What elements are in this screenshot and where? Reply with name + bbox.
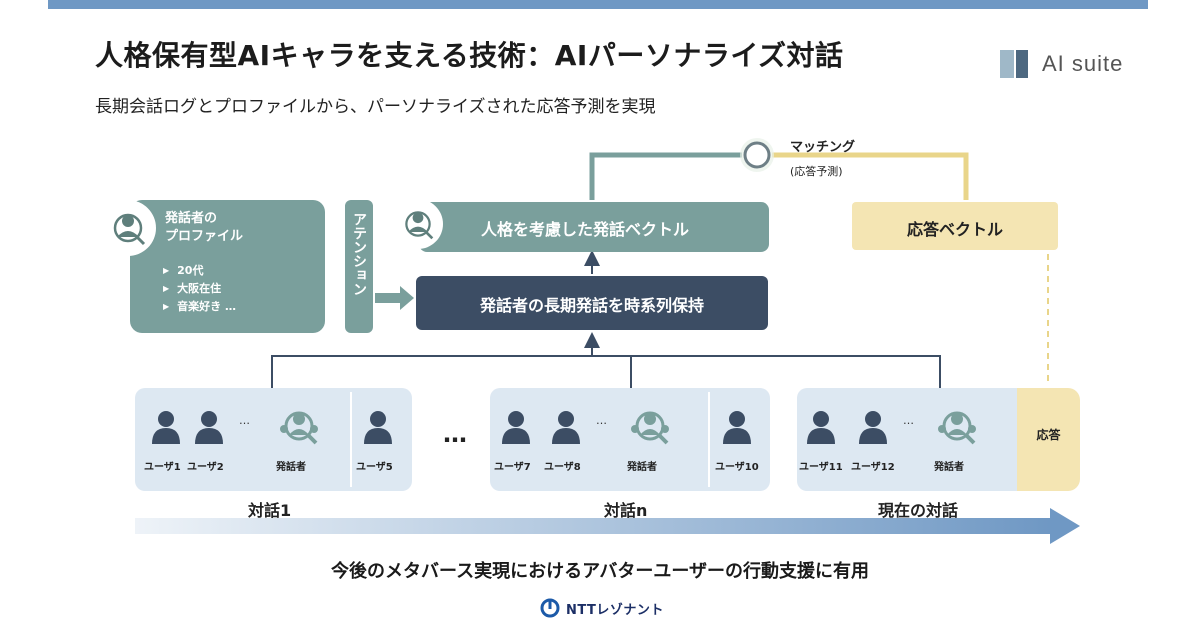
panel-divider [350, 392, 352, 487]
bottom-message: 今後のメタバース実現におけるアバターユーザーの行動支援に有用 [330, 561, 870, 582]
ai-suite-brand: AI suite [1000, 50, 1123, 78]
page-title: 人格保有型AIキャラを支える技術：AIパーソナライズ対話 [95, 39, 844, 72]
attention-box: アテンション [345, 200, 373, 333]
response-slot: 応答 [1017, 388, 1080, 491]
conversation-label: 対話1 [248, 501, 292, 520]
long-term-history-label: 発話者の長期発話を時系列保持 [479, 296, 704, 315]
participant-label: ユーザ7 [494, 462, 531, 473]
conversation-label: 対話n [604, 501, 648, 520]
participant-label: ユーザ10 [715, 462, 759, 473]
profile-attributes: 20代 大阪在住 音楽好き … [163, 262, 236, 316]
response-vector-label: 応答ベクトル [906, 220, 1003, 239]
matching-label: マッチング [790, 140, 856, 155]
response-slot-label: 応答 [1036, 428, 1061, 442]
speaker-search-icon [405, 211, 434, 240]
more-users-ellipsis: … [239, 414, 250, 427]
user-icon [805, 410, 837, 444]
speaker-icon [627, 407, 669, 445]
user-icon [721, 410, 753, 444]
user-icon [500, 410, 532, 444]
response-vector-box: 応答ベクトル [852, 202, 1058, 250]
panel-divider [708, 392, 710, 487]
profile-item: 大阪在住 [163, 280, 236, 298]
page-subtitle: 長期会話ログとプロファイルから、パーソナライズされた応答予測を実現 [95, 97, 656, 117]
more-users-ellipsis: … [903, 414, 914, 427]
participant-label: ユーザ2 [187, 462, 224, 473]
user-icon [150, 410, 182, 444]
ntt-logo-icon [540, 598, 560, 618]
user-icon [362, 410, 394, 444]
conversation-label: 現在の対話 [878, 501, 959, 520]
participant-label: ユーザ8 [544, 462, 581, 473]
participant-label: ユーザ5 [356, 462, 393, 473]
participant-label: 発話者 [627, 462, 657, 473]
top-accent-bar [48, 0, 1148, 9]
ai-suite-logo-icon [1000, 50, 1028, 78]
between-conversations-ellipsis: … [443, 420, 469, 448]
conversation-panel-current [797, 388, 1047, 491]
profile-speaker-badge [100, 200, 156, 256]
speaker-search-icon [113, 213, 146, 246]
ai-suite-text: AI suite [1042, 51, 1124, 76]
user-icon [193, 410, 225, 444]
persona-vector-label: 人格を考慮した発話ベクトル [481, 220, 690, 239]
ntt-company-name: NTTレゾナント [566, 602, 664, 618]
user-icon [550, 410, 582, 444]
speaker-icon [934, 407, 976, 445]
profile-heading: 発話者の プロファイル [165, 210, 243, 246]
user-icon [857, 410, 889, 444]
ntt-resonant-logo: NTTレゾナント [540, 598, 664, 618]
participant-label: ユーザ1 [144, 462, 181, 473]
participant-label: 発話者 [276, 462, 306, 473]
profile-heading-line2: プロファイル [165, 229, 244, 244]
profile-item: 20代 [163, 262, 236, 280]
participant-label: ユーザ11 [799, 462, 843, 473]
participant-label: 発話者 [934, 462, 964, 473]
profile-item: 音楽好き … [163, 298, 236, 316]
persona-speaker-badge [393, 199, 443, 249]
long-term-history-box: 発話者の長期発話を時系列保持 [416, 276, 768, 330]
persona-vector-box: 人格を考慮した発話ベクトル [419, 202, 769, 252]
participant-label: ユーザ12 [851, 462, 895, 473]
profile-heading-line1: 発話者の [165, 211, 218, 226]
more-users-ellipsis: … [596, 414, 607, 427]
matching-sublabel: (応答予測) [790, 165, 843, 178]
attention-label: アテンション [351, 212, 367, 296]
speaker-icon [276, 407, 318, 445]
